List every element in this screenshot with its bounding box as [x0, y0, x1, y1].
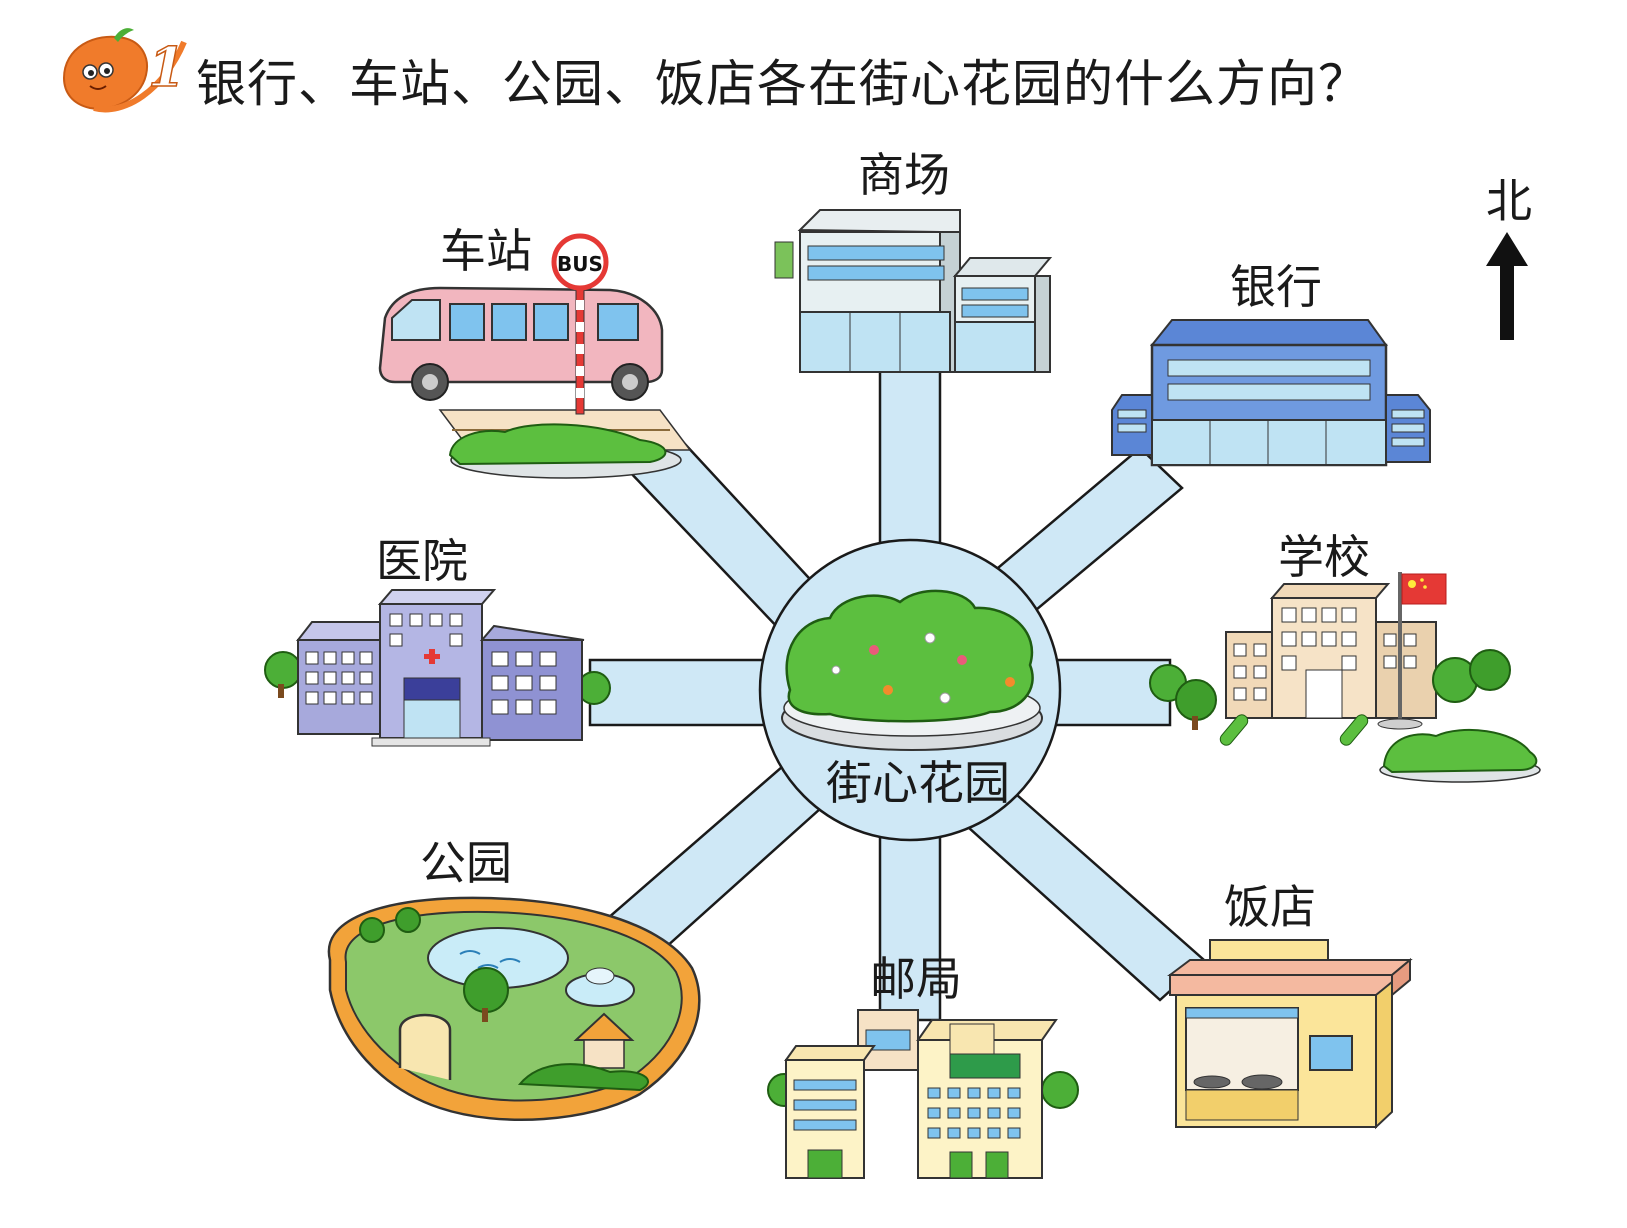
label-restaurant: 饭店: [1224, 880, 1316, 934]
bank-building-icon: [1111, 319, 1431, 467]
label-park: 公园: [420, 836, 512, 890]
mall-building-icon: [774, 209, 1053, 373]
bus-station-icon: BUS: [378, 233, 692, 479]
school-building-icon: [1149, 572, 1541, 783]
label-bank: 银行: [1230, 260, 1322, 314]
question-badge-icon: 1: [62, 28, 187, 113]
label-mall: 商场: [858, 148, 950, 202]
label-post-office: 邮局: [870, 952, 962, 1006]
label-station: 车站: [440, 224, 532, 278]
label-center-garden: 街心花园: [826, 756, 1010, 810]
question-text: 银行、车站、公园、饭店各在街心花园的什么方向？: [196, 55, 1369, 113]
center-garden-icon: [781, 589, 1043, 751]
park-icon: [327, 896, 701, 1122]
restaurant-building-icon: [1167, 939, 1413, 1130]
north-label: 北: [1486, 174, 1532, 228]
post-office-building-icon: [767, 1009, 1079, 1179]
question-number: 1: [148, 35, 186, 99]
bus-sign-text: BUS: [557, 252, 603, 276]
label-hospital: 医院: [376, 534, 468, 588]
north-arrow-icon: [1486, 232, 1528, 340]
label-school: 学校: [1278, 530, 1370, 584]
hospital-building-icon: [264, 589, 611, 747]
